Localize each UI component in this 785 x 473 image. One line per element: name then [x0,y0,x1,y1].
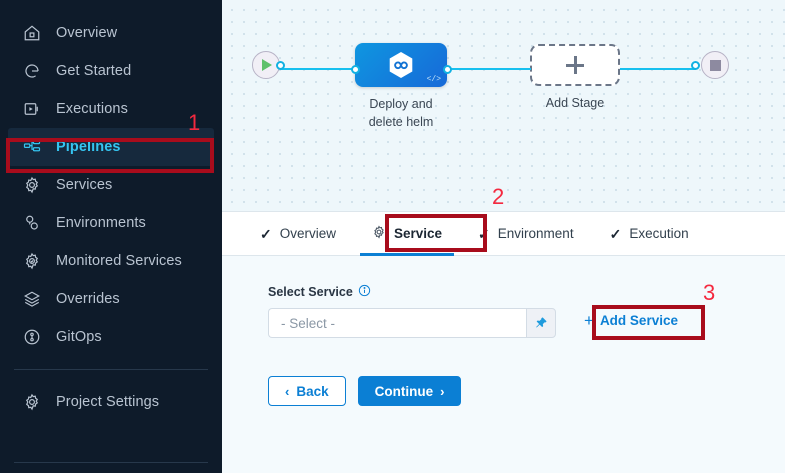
sidebar: Overview Get Started Executions [0,0,222,473]
start-node-port[interactable] [276,61,285,70]
form-actions: ‹ Back Continue › [268,376,785,406]
pipeline-canvas[interactable]: </> Deploy and delete helm [222,0,785,212]
back-button[interactable]: ‹ Back [268,376,346,406]
stage-output-port[interactable] [443,65,452,74]
end-node-circle [701,51,729,79]
rocket-start-icon [22,61,42,81]
gitops-icon [22,327,42,347]
tab-service[interactable]: Service [354,212,460,256]
tab-environment[interactable]: ✓ Environment [460,212,592,256]
back-label: Back [296,384,328,399]
sidebar-item-label: Overrides [56,291,120,307]
plus-icon: + [584,312,594,329]
pipeline-icon [22,137,42,157]
pipeline-end-node[interactable] [692,51,729,79]
sidebar-divider [14,369,208,370]
sidebar-item-project-settings[interactable]: Project Settings [0,383,222,421]
sidebar-item-executions[interactable]: Executions [0,90,222,128]
connector-stage-to-addstage [447,68,531,70]
sidebar-item-environments[interactable]: Environments [0,204,222,242]
chevron-right-icon: › [440,384,444,399]
pipeline-start-node[interactable] [252,51,280,79]
play-icon [262,59,272,71]
tab-label: Environment [498,226,574,241]
environments-icon [22,213,42,233]
gear-icon [372,225,386,242]
check-icon: ✓ [260,227,272,241]
connector-addstage-to-end [620,68,696,70]
select-service-input[interactable]: - Select - [268,308,526,338]
add-stage-node[interactable]: Add Stage [530,44,620,86]
add-service-label: Add Service [600,313,678,328]
sidebar-item-overrides[interactable]: Overrides [0,280,222,318]
tab-label: Service [394,226,442,241]
sidebar-item-monitored-services[interactable]: Monitored Services [0,242,222,280]
chevron-left-icon: ‹ [285,384,289,399]
tab-label: Overview [280,226,336,241]
continue-button[interactable]: Continue › [358,376,462,406]
select-service-control[interactable]: - Select - [268,308,556,338]
code-template-icon: </> [427,75,441,84]
stage-node-label: Deploy and delete helm [331,95,471,131]
sidebar-item-label: Environments [56,215,146,231]
sidebar-item-label: Executions [56,101,128,117]
gear-icon [22,175,42,195]
service-form: Select Service - Select - [222,256,785,406]
sidebar-item-label: Get Started [56,63,131,79]
tab-overview[interactable]: ✓ Overview [242,212,354,256]
sidebar-item-label: Project Settings [56,394,159,410]
plus-icon [566,56,584,74]
select-service-label-row: Select Service [268,284,785,300]
add-stage-label: Add Stage [505,94,645,112]
pin-icon[interactable] [526,308,556,338]
sidebar-item-label: Services [56,177,112,193]
add-service-button[interactable]: + Add Service [584,312,678,329]
select-service-row: - Select - + Add Service [268,308,785,338]
sidebar-item-gitops[interactable]: GitOps [0,318,222,356]
main-content: </> Deploy and delete helm [222,0,785,473]
sidebar-item-services[interactable]: Services [0,166,222,204]
select-service-label: Select Service [268,285,353,299]
stop-icon [710,60,721,71]
sidebar-item-label: Pipelines [56,139,121,155]
sidebar-item-pipelines[interactable]: Pipelines [8,128,214,166]
sidebar-item-label: GitOps [56,329,102,345]
monitored-services-icon [22,251,42,271]
sidebar-item-overview[interactable]: Overview [0,14,222,52]
stage-node-box[interactable]: </> [355,43,447,87]
helm-hexagon-icon [388,51,414,80]
play-box-icon [22,99,42,119]
stage-tabs: ✓ Overview Service ✓ Environment ✓ Execu… [222,212,785,256]
tab-execution[interactable]: ✓ Execution [592,212,707,256]
home-icon [22,23,42,43]
check-icon: ✓ [610,227,622,241]
sidebar-item-get-started[interactable]: Get Started [0,52,222,90]
stage-node-deploy-and-delete-helm[interactable]: </> Deploy and delete helm [355,43,447,87]
tab-label: Execution [629,226,688,241]
continue-label: Continue [375,384,434,399]
info-icon[interactable] [358,284,371,300]
sidebar-item-label: Monitored Services [56,253,182,269]
check-icon: ✓ [478,227,490,241]
end-node-port[interactable] [691,61,700,70]
gear-icon [22,392,42,412]
sidebar-bottom-divider [14,462,208,463]
pipeline-graph: </> Deploy and delete helm [222,47,785,147]
add-stage-box[interactable] [530,44,620,86]
layers-icon [22,289,42,309]
stage-input-port[interactable] [351,65,360,74]
connector-start-to-stage [280,68,358,70]
sidebar-item-label: Overview [56,25,117,41]
